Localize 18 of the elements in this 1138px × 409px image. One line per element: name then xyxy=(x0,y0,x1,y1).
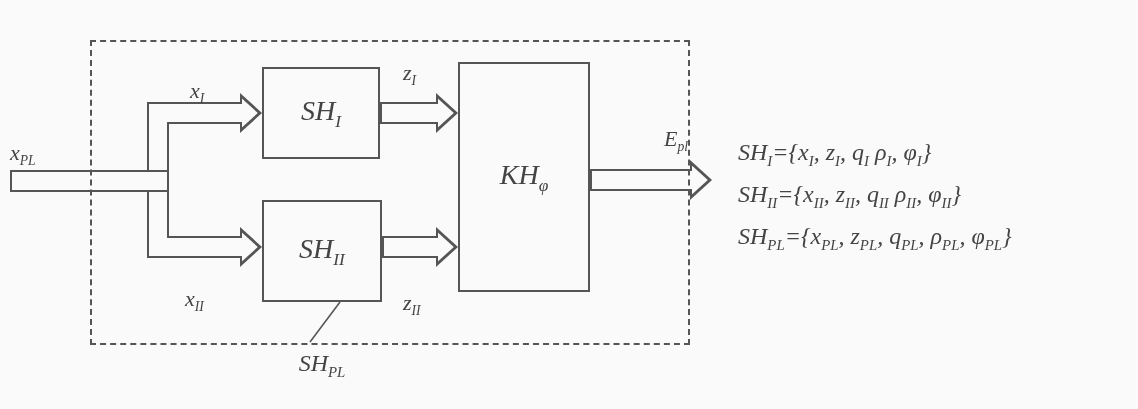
system-boundary xyxy=(90,40,690,345)
block-box: SH$_{I}$ xyxy=(262,67,380,159)
set-equation: SH$_{I}$={x$_{I}$, z$_{I}$, q$_{I}$ ρ$_{I}$, φ$_{I}$} xyxy=(738,140,932,169)
set-equation: SH$_{II}$={x$_{II}$, z$_{II}$, q$_{II}$ ρ$_{II}$, φ$_{II}$} xyxy=(738,182,962,211)
double-line-arrow xyxy=(590,160,712,200)
block-box: SH$_{II}$ xyxy=(262,200,382,302)
signal-label: z$_{II}$ xyxy=(403,292,421,319)
signal-label: z$_{I}$ xyxy=(403,62,417,89)
signal-label: x$_{II}$ xyxy=(185,288,204,315)
signal-label: x$_{PL}$ xyxy=(10,140,50,181)
leader-line xyxy=(309,301,341,343)
signal-label: E$_{pl}$ xyxy=(664,128,689,155)
double-line-arrow xyxy=(382,227,458,267)
block-box: KH$_{φ}$ xyxy=(458,62,590,292)
system-label: SH$_{PL}$ xyxy=(282,340,362,390)
set-equation: SH$_{PL}$={x$_{PL}$, z$_{PL}$, q$_{PL}$, ρ$_{PL}$, φ$_{PL}$} xyxy=(738,224,1012,253)
double-line-arrow xyxy=(380,93,458,133)
signal-label: x$_{I}$ xyxy=(190,80,205,107)
